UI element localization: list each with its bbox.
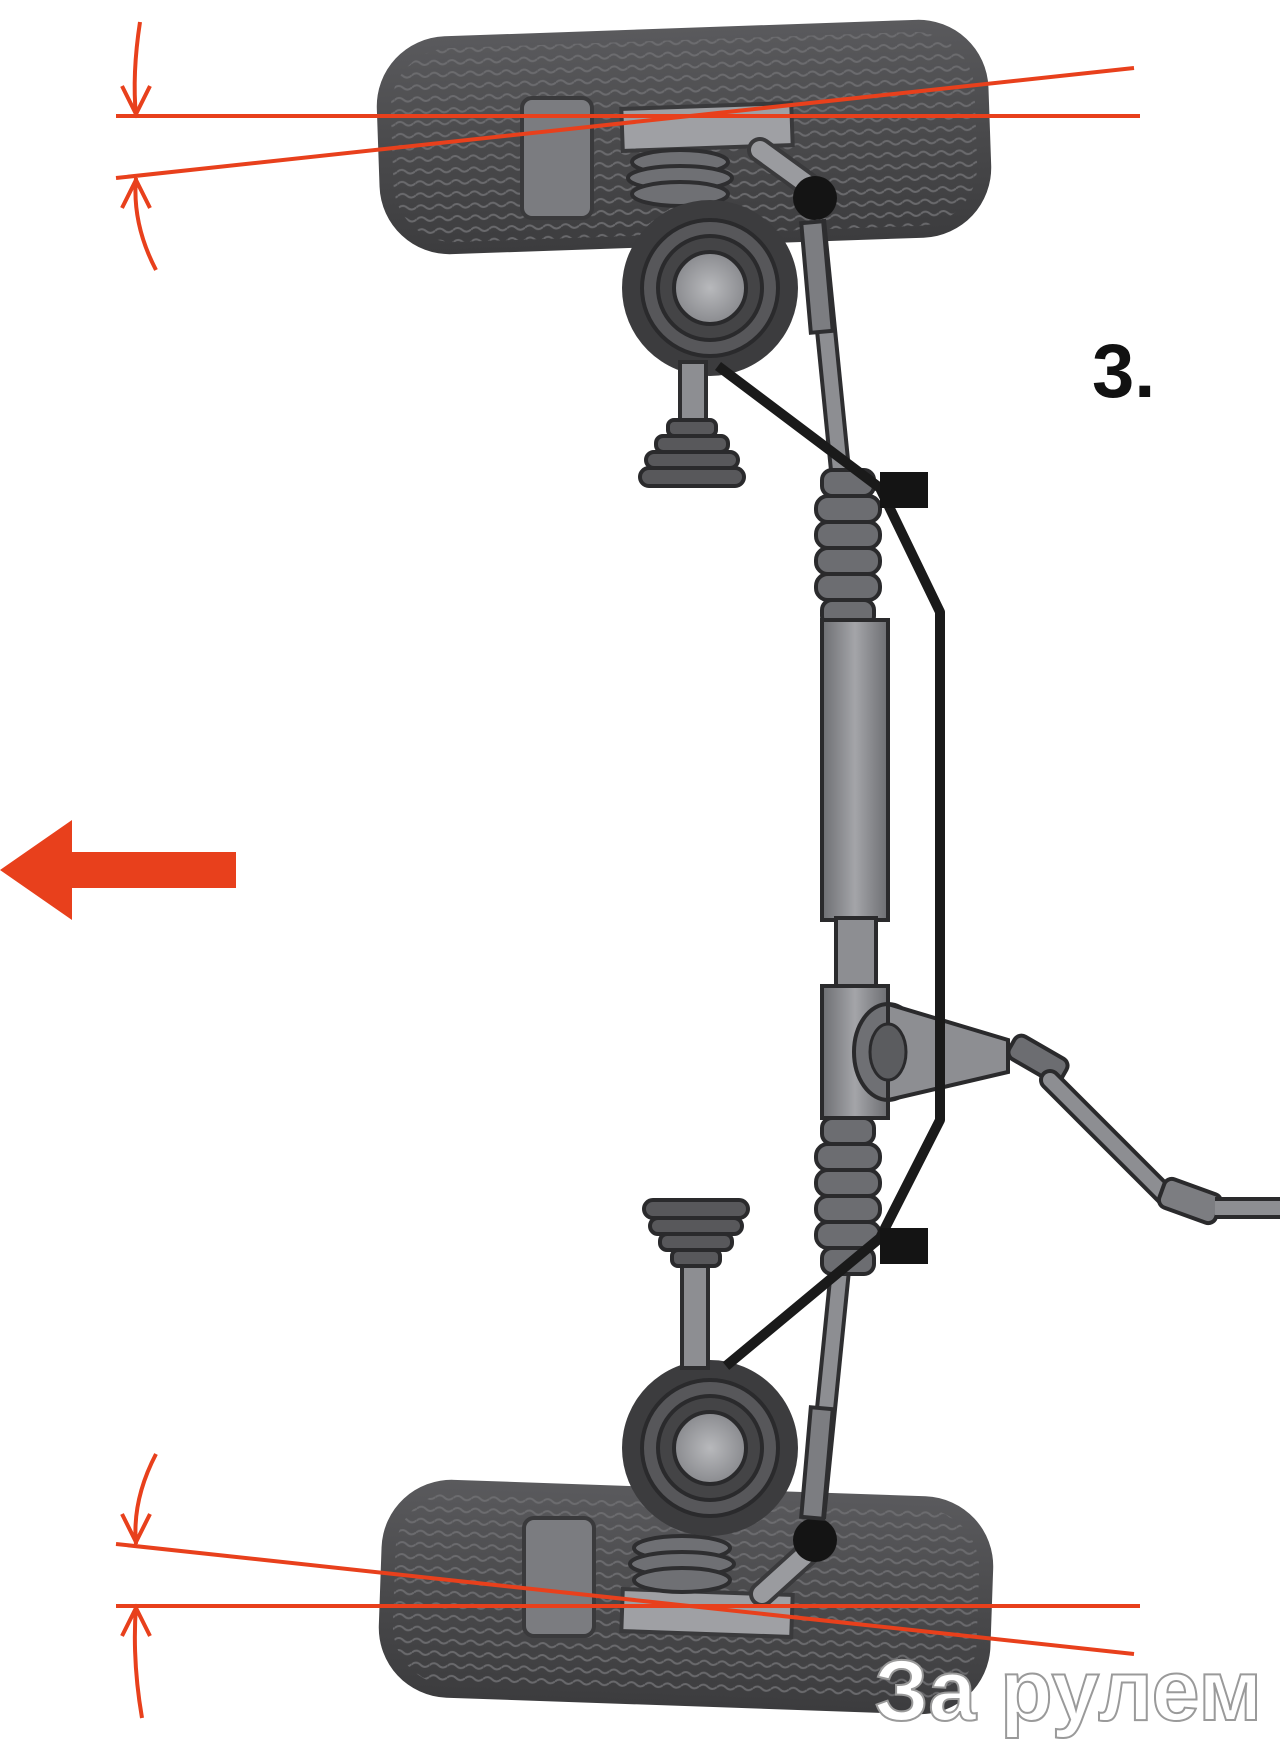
bottom-brake-caliper [522, 1516, 596, 1638]
top-cv-joint [622, 200, 798, 376]
stabilizer-bar [714, 362, 945, 1370]
steering-column [1006, 1033, 1280, 1226]
bottom-bar-bracket [880, 1228, 928, 1264]
bottom-ball-joint [793, 1518, 837, 1562]
steering-pinion [852, 1001, 1010, 1103]
bottom-suspension [622, 1198, 851, 1607]
steering-rack [814, 468, 1280, 1276]
watermark-logo: За рулем [874, 1643, 1262, 1739]
top-spring [626, 148, 734, 208]
bottom-shock-boot [642, 1198, 750, 1268]
top-ball-joint [793, 176, 837, 220]
rack-tube [820, 618, 890, 922]
top-rack-bellows [814, 468, 882, 628]
figure-number-label: 3. [1092, 329, 1156, 414]
left-arrow-icon [0, 820, 236, 920]
top-shock-boot [638, 418, 746, 488]
top-toe-lines [115, 21, 1140, 271]
bottom-toe-lines [115, 1453, 1140, 1719]
bottom-spring [628, 1534, 736, 1594]
bottom-cv-joint [622, 1360, 798, 1536]
top-bar-bracket [880, 472, 928, 508]
top-suspension [622, 137, 851, 488]
